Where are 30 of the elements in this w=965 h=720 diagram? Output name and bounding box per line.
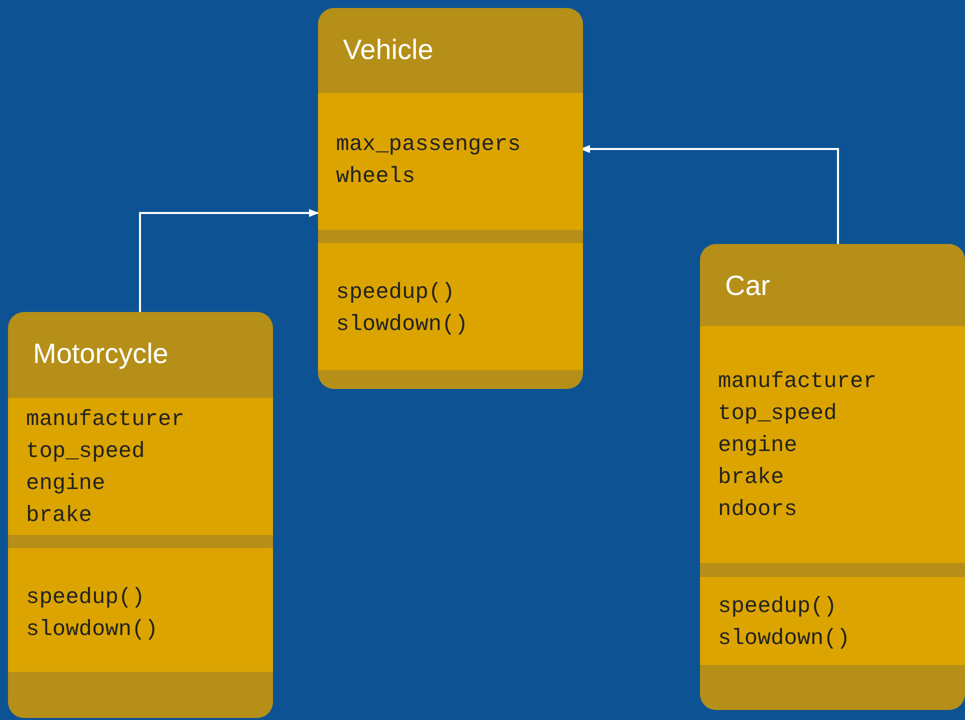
attributes-section xyxy=(318,93,583,230)
class-name: Car xyxy=(725,270,770,302)
methods-section xyxy=(318,243,583,370)
attribute-name: brake xyxy=(718,464,784,492)
class-box xyxy=(700,244,965,710)
attribute-name: max_passengers xyxy=(336,131,521,159)
attribute-name: engine xyxy=(718,432,798,460)
method-name: speedup() xyxy=(718,593,837,621)
attribute-name: manufacturer xyxy=(718,368,876,396)
attribute-name: manufacturer xyxy=(26,406,184,434)
attribute-name: ndoors xyxy=(718,496,798,524)
attribute-name: wheels xyxy=(336,163,416,191)
class-name: Vehicle xyxy=(343,34,434,66)
methods-section xyxy=(8,548,273,672)
attribute-name: engine xyxy=(26,470,106,498)
attributes-section xyxy=(8,398,273,535)
method-name: slowdown() xyxy=(336,311,468,339)
attribute-name: top_speed xyxy=(26,438,145,466)
attribute-name: top_speed xyxy=(718,400,837,428)
methods-section xyxy=(700,577,965,665)
method-name: speedup() xyxy=(26,584,145,612)
inheritance-arrow xyxy=(139,209,319,312)
class-box xyxy=(318,8,583,389)
attributes-section xyxy=(700,326,965,563)
class-name: Motorcycle xyxy=(33,338,168,370)
method-name: speedup() xyxy=(336,279,455,307)
class-box xyxy=(8,312,273,718)
method-name: slowdown() xyxy=(26,616,158,644)
method-name: slowdown() xyxy=(718,625,850,653)
attribute-name: brake xyxy=(26,502,92,530)
